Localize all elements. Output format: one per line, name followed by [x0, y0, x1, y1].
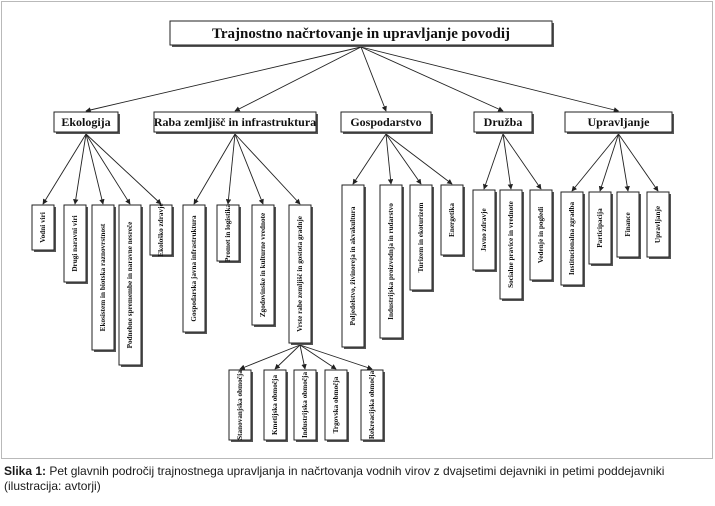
factor-drugi-naravni-viri-box	[63, 204, 87, 283]
factor-ekosistem-in-biotska-raznovrstnost-label: Ekosistem in biotska raznovrstnost	[99, 223, 107, 331]
factor-participacija-box	[588, 191, 612, 265]
category-ekologija-box	[53, 111, 119, 133]
factor-socialne-pravice-in-vrednote-label: Socialne pravice in vrednote	[507, 201, 515, 288]
edge-raba-zemljisc-in-infrastruktura-to-zgodovinske-in-kulturne-vrednote	[234, 133, 264, 205]
edge-vrste-rabe-zemljisc-in-gostota-gradnje-to-trgovska-obmocja	[299, 344, 337, 370]
factor-promet-in-logistika-box	[216, 204, 240, 262]
root-title: Trajnostno načrtovanje in upravljanje po…	[212, 26, 510, 42]
factor-finance-box	[616, 191, 640, 258]
edge-upravljanje-to-upravljanje	[618, 133, 659, 192]
category-gospodarstvo-label: Gospodarstvo	[350, 115, 421, 129]
edge-ekologija-to-ekosistem-in-biotska-raznovrstnost	[85, 133, 105, 205]
edge-gospodarstvo-to-turizem-in-ekoturizem	[385, 133, 422, 185]
edge-gospodarstvo-to-energetika	[385, 133, 453, 185]
edge-raba-zemljisc-in-infrastruktura-to-vrste-rabe-zemljisc-in-gostota-gradnje	[234, 133, 301, 205]
edge-raba-zemljisc-in-infrastruktura-to-gospodarska-javna-infrastruktura	[193, 133, 236, 205]
edge-root-to-druzba	[360, 46, 504, 112]
factor-participacija-label: Participacija	[596, 208, 604, 248]
subfactor-trgovska-obmocja-label: Trgovska območja	[332, 376, 340, 433]
factor-drugi-naravni-viri-label: Drugi naravni viri	[71, 215, 79, 271]
edge-gospodarstvo-to-industrijska-proizvodnja-in-rudarstvo	[385, 133, 394, 185]
subfactor-kmetijska-obmocja-box	[263, 369, 287, 441]
factor-ekolosko-zdravje-label: Ekološko zdravje	[157, 203, 165, 256]
factor-zgodovinske-in-kulturne-vrednote-box	[251, 204, 275, 326]
subfactor-industrijska-obmocja-box	[293, 369, 317, 441]
factor-institucionalna-zgradba-box	[560, 191, 584, 286]
factor-vodni-viri-label: Vodni viri	[39, 212, 47, 243]
figure-caption: Slika 1: Pet glavnih področij trajnostne…	[4, 464, 710, 494]
edge-vrste-rabe-zemljisc-in-gostota-gradnje-to-kmetijska-obmocja	[274, 344, 301, 370]
root-node-box	[169, 20, 553, 46]
edge-ekologija-to-podnebne-spremembe-in-naravne-nesrece	[85, 133, 131, 205]
subfactor-industrijska-obmocja-label: Industrijska območja	[301, 372, 309, 439]
edge-ekologija-to-drugi-naravni-viri	[73, 133, 87, 205]
edge-vrste-rabe-zemljisc-in-gostota-gradnje-to-industrijska-obmocja	[299, 344, 307, 370]
factor-podnebne-spremembe-in-naravne-nesrece-box	[118, 204, 142, 366]
edge-raba-zemljisc-in-infrastruktura-to-promet-in-logistika	[225, 133, 236, 205]
edge-upravljanje-to-finance	[618, 133, 630, 192]
edge-ekologija-to-ekolosko-zdravje	[85, 133, 162, 205]
subfactor-stanovanjska-obmocja-box	[228, 369, 252, 441]
edge-gospodarstvo-to-poljedelstvo-zivinoreja-in-akvakultura	[352, 133, 387, 185]
factor-ekolosko-zdravje-box	[149, 204, 173, 256]
caption-label: Slika 1:	[4, 464, 47, 478]
factor-vrste-rabe-zemljisc-in-gostota-gradnje-label: Vrste rabe zemljišč in gostota gradnje	[296, 216, 304, 332]
factor-zgodovinske-in-kulturne-vrednote-label: Zgodovinske in kulturne vrednote	[259, 213, 267, 317]
factor-gospodarska-javna-infrastruktura-box	[182, 204, 206, 333]
edge-druzba-to-vedenje-in-pogledi	[502, 133, 542, 190]
factor-vedenje-in-pogledi-label: Vedenje in pogledi	[537, 207, 545, 263]
edge-druzba-to-socialne-pravice-in-vrednote	[502, 133, 513, 190]
subfactor-kmetijska-obmocja-label: Kmetijska območja	[271, 375, 279, 435]
category-ekologija-label: Ekologija	[61, 115, 110, 129]
factor-industrijska-proizvodnja-in-rudarstvo-label: Industrijska proizvodnja in rudarstvo	[387, 203, 395, 320]
category-upravljanje-box	[564, 111, 673, 133]
factor-energetika-label: Energetika	[448, 203, 456, 237]
edge-upravljanje-to-institucionalna-zgradba	[571, 133, 619, 192]
subfactor-rekreacijska-obmocja-label: Rekreacijska območja	[368, 370, 376, 439]
hierarchy-diagram: Trajnostno načrtovanje in upravljanje po…	[31, 20, 674, 442]
factor-podnebne-spremembe-in-naravne-nesrece-label: Podnebne spremembe in naravne nesreče	[126, 222, 134, 349]
factor-vedenje-in-pogledi-box	[529, 189, 553, 281]
factor-javno-zdravje-box	[472, 189, 496, 271]
factor-javno-zdravje-label: Javno zdravje	[480, 208, 488, 251]
factor-turizem-in-ekoturizem-label: Turizem in ekoturizem	[417, 202, 425, 272]
edge-root-to-ekologija	[85, 46, 362, 113]
factor-turizem-in-ekoturizem-box	[409, 184, 433, 291]
edge-druzba-to-javno-zdravje	[482, 133, 504, 190]
factor-poljedelstvo-zivinoreja-in-akvakultura-box	[341, 184, 365, 348]
subfactor-trgovska-obmocja-box	[324, 369, 348, 441]
subfactor-stanovanjska-obmocja-label: Stanovanjska območja	[236, 370, 244, 440]
category-druzba-box	[473, 111, 533, 133]
factor-promet-in-logistika-label: Promet in logistika	[224, 204, 232, 263]
category-raba-zemljisc-in-infrastruktura-label: Raba zemljišč in infrastruktura	[154, 115, 316, 129]
edge-root-to-gospodarstvo	[360, 46, 387, 112]
factor-vodni-viri-box	[31, 204, 55, 251]
edge-vrste-rabe-zemljisc-in-gostota-gradnje-to-rekreacijska-obmocja	[299, 344, 373, 371]
subfactor-rekreacijska-obmocja-box	[360, 369, 384, 441]
edge-ekologija-to-vodni-viri	[42, 133, 87, 205]
edge-root-to-raba-zemljisc-in-infrastruktura	[234, 46, 362, 112]
category-raba-zemljisc-in-infrastruktura-box	[153, 111, 317, 133]
factor-poljedelstvo-zivinoreja-in-akvakultura-label: Poljedelstvo, živinoreja in akvakultura	[349, 206, 357, 325]
caption-text: Pet glavnih področij trajnostnega upravl…	[4, 464, 665, 493]
factor-finance-label: Finance	[624, 212, 632, 236]
factor-institucionalna-zgradba-label: Institucionalna zgradba	[568, 201, 576, 275]
category-upravljanje-label: Upravljanje	[588, 115, 651, 129]
category-gospodarstvo-box	[340, 111, 432, 133]
factor-gospodarska-javna-infrastruktura-label: Gospodarska javna infrastruktura	[190, 215, 198, 322]
factor-vrste-rabe-zemljisc-in-gostota-gradnje-box	[288, 204, 312, 344]
edge-vrste-rabe-zemljisc-in-gostota-gradnje-to-stanovanjska-obmocja	[239, 344, 301, 370]
figure-frame	[1, 1, 713, 459]
edge-root-to-upravljanje	[360, 46, 620, 113]
factor-ekosistem-in-biotska-raznovrstnost-box	[91, 204, 115, 351]
edge-upravljanje-to-participacija	[598, 133, 619, 192]
factor-upravljanje-box	[646, 191, 670, 258]
factor-upravljanje-label: Upravljanje	[654, 206, 662, 243]
factor-industrijska-proizvodnja-in-rudarstvo-box	[379, 184, 403, 339]
factor-energetika-box	[440, 184, 464, 256]
category-druzba-label: Družba	[484, 115, 523, 129]
factor-socialne-pravice-in-vrednote-box	[499, 189, 523, 300]
